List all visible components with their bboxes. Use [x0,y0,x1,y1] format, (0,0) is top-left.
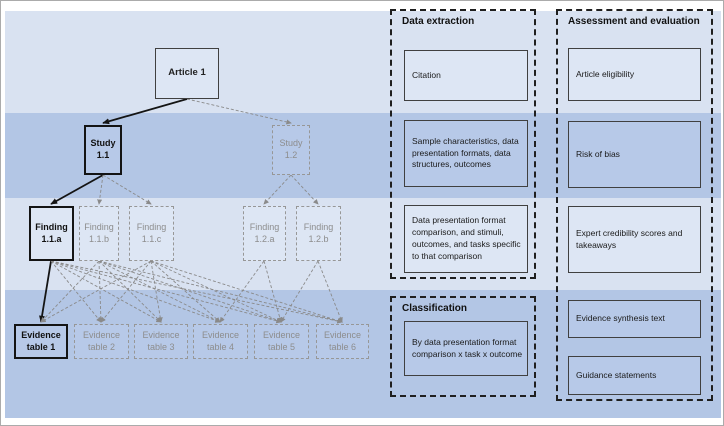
edge-finding-1.1.b-to-evidence-table-3 [98,260,162,323]
edge-finding-1.1.a-to-evidence-table-3 [50,260,162,323]
panel-assessment-evaluation-title: Assessment and evaluation [568,16,700,27]
node-evidence-table-2-label: Evidence [82,329,121,340]
edge-finding-1.1.c-to-evidence-table-1 [40,260,152,323]
node-finding-1-2-b-number: 1.2.b [308,233,329,244]
node-evidence-table-5-number: table 5 [267,341,296,352]
node-finding-1-1-b: Finding 1.1.b [79,206,119,261]
node-finding-1-1-c-number: 1.1.c [141,233,162,244]
edge-study-1.2-to-finding-1.2.a [263,174,292,205]
node-finding-1-1-b-number: 1.1.b [88,233,110,244]
edge-finding-1.1.c-to-evidence-table-6 [150,260,343,323]
box-guidance-statements-text: Guidance statements [576,369,657,380]
edge-finding-1.1.a-to-evidence-table-2 [50,260,102,323]
node-evidence-table-3-label: Evidence [142,329,180,340]
node-study-1-1: Study 1.1 [84,125,122,175]
edge-finding-1.1.b-to-evidence-table-5 [98,260,282,323]
box-sample-characteristics-text: Sample characteristics, data presentatio… [412,135,519,170]
node-evidence-table-4-number: table 4 [206,341,235,352]
node-evidence-table-6-label: Evidence [323,329,362,340]
node-finding-1-2-b: Finding 1.2.b [296,206,341,261]
node-evidence-table-3: Evidence table 3 [134,324,188,359]
edge-finding-1.1.a-to-evidence-table-1 [39,260,52,323]
node-finding-1-2-b-label: Finding [303,221,334,232]
node-study-1-1-label: Study [90,138,116,149]
node-evidence-table-1: Evidence table 1 [14,324,68,359]
box-article-eligibility-text: Article eligibility [576,68,635,79]
box-guidance-statements: Guidance statements [568,356,701,395]
panel-data-extraction-title: Data extraction [402,16,475,27]
edge-finding-1.2.a-to-evidence-table-5 [263,260,283,323]
box-article-eligibility: Article eligibility [568,48,701,101]
node-finding-1-1-a: Finding 1.1.a [29,206,74,261]
node-article-1: Article 1 [155,48,219,99]
edge-finding-1.2.a-to-evidence-table-4 [219,260,265,323]
edge-finding-1.1.c-to-evidence-table-4 [150,260,221,323]
edge-finding-1.1.b-to-evidence-table-4 [98,260,221,323]
edge-finding-1.1.b-to-evidence-table-6 [98,260,343,324]
edge-finding-1.1.c-to-evidence-table-5 [150,260,282,323]
edge-study-1.1-to-finding-1.1.b [97,174,104,205]
node-evidence-table-5: Evidence table 5 [254,324,309,359]
edge-finding-1.1.b-to-evidence-table-2 [98,260,104,323]
box-format-comparison: Data presentation format comparison, and… [404,205,528,273]
edge-article-1-to-study-1.1 [102,98,188,125]
box-format-comparison-text: Data presentation format comparison, and… [412,215,521,261]
edge-article-1-to-study-1.2 [186,98,292,125]
edge-finding-1.2.b-to-evidence-table-5 [280,260,319,323]
box-risk-of-bias-text: Risk of bias [576,148,620,159]
box-sample-characteristics: Sample characteristics, data presentatio… [404,120,528,187]
edge-study-1.2-to-finding-1.2.b [290,174,319,205]
box-evidence-synthesis: Evidence synthesis text [568,300,701,338]
node-finding-1-1-b-label: Finding [84,221,114,232]
box-risk-of-bias: Risk of bias [568,121,701,188]
node-evidence-table-4: Evidence table 4 [193,324,248,359]
node-finding-1-1-c: Finding 1.1.c [129,206,174,261]
node-finding-1-1-a-number: 1.1.a [41,233,62,244]
node-evidence-table-2: Evidence table 2 [74,324,129,359]
node-finding-1-2-a: Finding 1.2.a [243,206,286,261]
node-finding-1-1-a-label: Finding [35,221,68,232]
node-article-1-label: Article 1 [168,67,206,79]
node-evidence-table-3-number: table 3 [147,341,175,352]
node-evidence-table-1-label: Evidence [21,329,61,340]
edge-finding-1.1.b-to-evidence-table-1 [40,260,100,323]
node-study-1-2-number: 1.2 [284,150,298,160]
box-classification-by: By data presentation format comparison x… [404,321,528,376]
box-expert-credibility-text: Expert credibility scores and takeaways [576,227,683,250]
box-classification-by-text: By data presentation format comparison x… [412,336,523,359]
edge-study-1.1-to-finding-1.1.c [102,174,152,205]
box-expert-credibility: Expert credibility scores and takeaways [568,206,701,273]
edge-finding-1.1.a-to-evidence-table-6 [50,260,343,324]
node-finding-1-2-a-number: 1.2.a [254,233,275,244]
edge-finding-1.1.c-to-evidence-table-3 [150,260,163,323]
node-study-1-2: Study 1.2 [272,125,310,175]
node-evidence-table-6: Evidence table 6 [316,324,369,359]
edge-study-1.1-to-finding-1.1.a [50,174,104,205]
panel-assessment-evaluation: Assessment and evaluation Article eligib… [556,9,713,401]
node-study-1-2-label: Study [279,138,303,149]
panel-classification-title: Classification [402,303,468,314]
node-study-1-1-number: 1.1 [96,150,110,160]
node-evidence-table-2-number: table 2 [87,341,116,352]
panel-data-extraction: Data extraction Citation Sample characte… [390,9,536,279]
box-citation-text: Citation [412,69,441,80]
node-evidence-table-6-number: table 6 [328,341,357,352]
node-evidence-table-5-label: Evidence [262,329,301,340]
node-finding-1-2-a-label: Finding [249,221,280,232]
edge-finding-1.2.b-to-evidence-table-6 [317,260,343,323]
node-finding-1-1-c-label: Finding [136,221,167,232]
node-evidence-table-4-label: Evidence [201,329,240,340]
node-evidence-table-1-number: table 1 [26,341,56,352]
box-evidence-synthesis-text: Evidence synthesis text [576,313,665,324]
panel-classification: Classification By data presentation form… [390,296,536,397]
box-citation: Citation [404,50,528,101]
edge-finding-1.1.c-to-evidence-table-2 [100,260,152,323]
